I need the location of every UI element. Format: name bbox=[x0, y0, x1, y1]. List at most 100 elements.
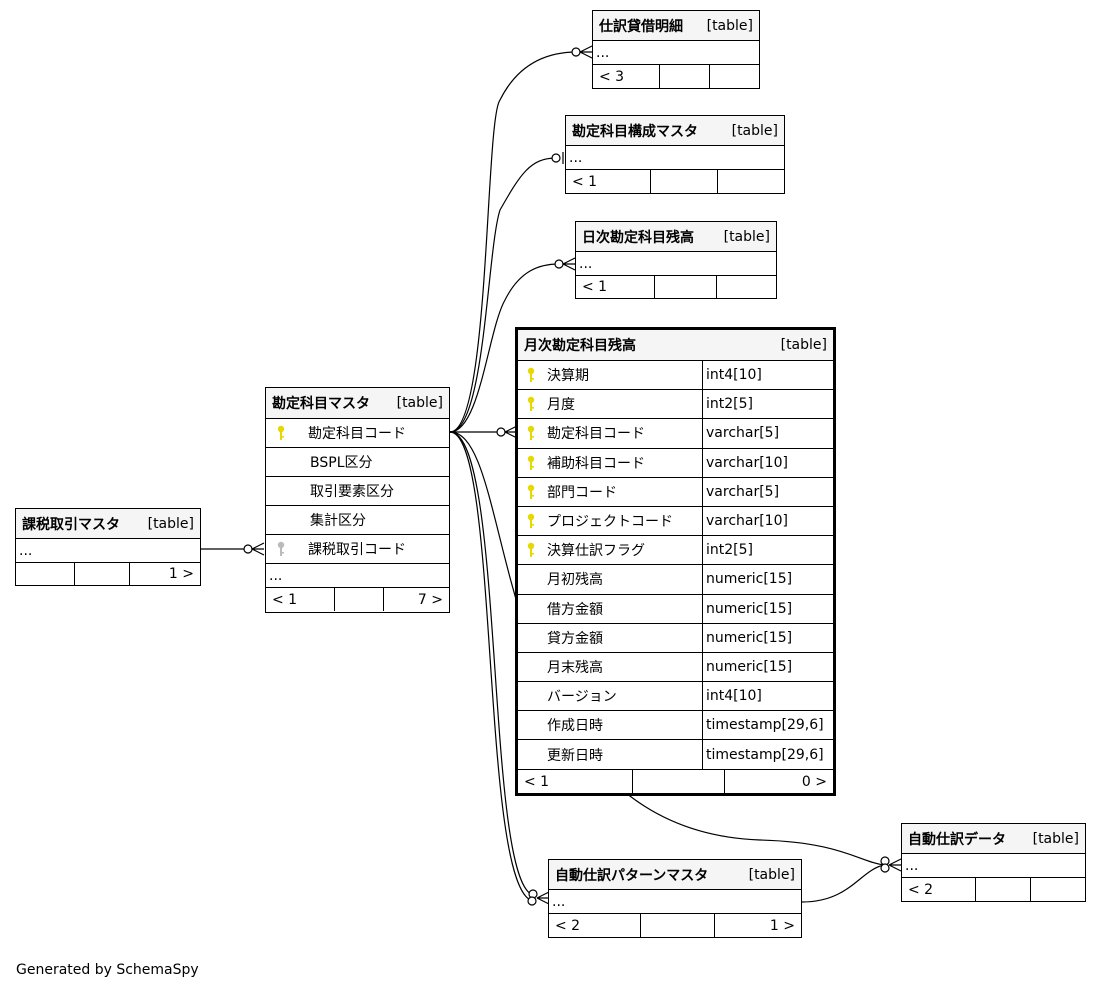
footer-count bbox=[74, 563, 129, 585]
footer-parents: < 1 bbox=[524, 774, 550, 791]
column-type: int4[10] bbox=[706, 688, 762, 705]
primary-key-icon bbox=[518, 396, 544, 412]
table-type: [table] bbox=[147, 515, 194, 532]
table-type: [table] bbox=[1032, 830, 1079, 847]
foreign-key-icon bbox=[266, 541, 296, 557]
footer-parents: < 2 bbox=[908, 881, 934, 898]
table-type: [table] bbox=[731, 122, 778, 139]
column-type: numeric[15] bbox=[706, 571, 793, 588]
primary-key-icon bbox=[518, 484, 544, 500]
primary-key-icon bbox=[266, 425, 296, 441]
column-name: 月初残高 bbox=[547, 572, 603, 589]
table-jido-shiwake-data[interactable]: 自動仕訳データ [table] ... < 2 bbox=[901, 823, 1086, 902]
column-row: バージョン int4[10] bbox=[518, 682, 833, 712]
column-row: 月末残高 numeric[15] bbox=[518, 652, 833, 683]
column-name: 更新日時 bbox=[547, 747, 603, 764]
footer-children bbox=[1030, 878, 1085, 901]
column-type: timestamp[29,6] bbox=[706, 746, 824, 763]
primary-key-icon bbox=[518, 542, 544, 558]
table-type: [table] bbox=[396, 395, 443, 411]
footer-count bbox=[659, 65, 709, 88]
primary-key-icon bbox=[518, 455, 544, 471]
column-name: 借方金額 bbox=[547, 601, 603, 618]
column-row: 部門コード varchar[5] bbox=[518, 477, 833, 507]
more-columns: ... bbox=[596, 44, 610, 61]
column-type: numeric[15] bbox=[706, 658, 793, 675]
column-name: 貸方金額 bbox=[547, 630, 603, 647]
footer-children bbox=[709, 65, 759, 88]
footer-children: 1 > bbox=[129, 563, 200, 585]
table-shiwake-kashikari-meisai[interactable]: 仕訳貸借明細 [table] ... < 3 bbox=[592, 10, 760, 89]
column-type: varchar[5] bbox=[706, 425, 780, 442]
column-type: varchar[5] bbox=[706, 483, 780, 500]
column-type: numeric[15] bbox=[706, 629, 793, 646]
table-type: [table] bbox=[748, 866, 795, 883]
table-name[interactable]: 勘定科目マスタ bbox=[272, 396, 370, 412]
column-row: 月初残高 numeric[15] bbox=[518, 565, 833, 595]
footer-count bbox=[975, 878, 1030, 901]
column-name: 勘定科目コード bbox=[308, 426, 406, 442]
footer-count bbox=[640, 914, 714, 937]
column-type: timestamp[29,6] bbox=[706, 717, 824, 734]
footer-parents: < 1 bbox=[272, 591, 298, 608]
column-type: numeric[15] bbox=[706, 600, 793, 617]
more-columns: ... bbox=[905, 857, 919, 874]
table-kanjo-kosei-master[interactable]: 勘定科目構成マスタ [table] ... < 1 bbox=[565, 115, 785, 194]
footer-children: 0 > bbox=[724, 769, 833, 795]
footer-count bbox=[334, 588, 383, 611]
primary-key-icon bbox=[518, 425, 544, 441]
column-name: プロジェクトコード bbox=[547, 514, 673, 531]
footer-parents: < 1 bbox=[572, 173, 598, 190]
column-name: 決算仕訳フラグ bbox=[547, 543, 645, 560]
table-type: [table] bbox=[706, 17, 753, 34]
column-name: 部門コード bbox=[547, 484, 617, 501]
more-columns: ... bbox=[19, 542, 33, 559]
column-name: 月末残高 bbox=[547, 659, 603, 676]
table-jido-shiwake-pattern[interactable]: 自動仕訳パターンマスタ [table] ... < 2 1 > bbox=[548, 859, 802, 938]
table-type: [table] bbox=[723, 228, 770, 245]
column-row: 作成日時 timestamp[29,6] bbox=[518, 711, 833, 741]
footer-count bbox=[654, 276, 716, 298]
column-name: 補助科目コード bbox=[547, 455, 645, 472]
footer-count bbox=[650, 170, 717, 193]
column-type: int2[5] bbox=[706, 542, 753, 559]
column-name: 取引要素区分 bbox=[310, 484, 394, 500]
table-kanjo-master[interactable]: 勘定科目マスタ [table] 勘定科目コード BSPL区分 取引要素区分 集計… bbox=[265, 387, 450, 613]
primary-key-icon bbox=[518, 513, 544, 529]
table-name[interactable]: 仕訳貸借明細 bbox=[599, 18, 683, 35]
column-name: 集計区分 bbox=[310, 513, 366, 529]
column-name: 課税取引コード bbox=[308, 542, 406, 558]
table-name[interactable]: 自動仕訳パターンマスタ bbox=[555, 867, 709, 884]
table-name[interactable]: 自動仕訳データ bbox=[908, 831, 1006, 848]
table-name[interactable]: 日次勘定科目残高 bbox=[582, 229, 694, 246]
column-name: BSPL区分 bbox=[310, 455, 373, 471]
footer-children bbox=[716, 276, 776, 298]
column-type: int4[10] bbox=[706, 367, 762, 384]
table-type: [table] bbox=[780, 337, 827, 353]
column-name: 作成日時 bbox=[547, 718, 603, 735]
column-row: 決算仕訳フラグ int2[5] bbox=[518, 536, 833, 566]
table-kazei-torihiki-master[interactable]: 課税取引マスタ [table] ... 1 > bbox=[15, 508, 201, 586]
generated-by-credit: Generated by SchemaSpy bbox=[16, 962, 199, 978]
primary-key-icon bbox=[518, 367, 544, 383]
footer-parents: < 3 bbox=[599, 68, 625, 85]
table-name[interactable]: 課税取引マスタ bbox=[22, 516, 120, 533]
footer-children: 7 > bbox=[383, 588, 449, 611]
footer-parents bbox=[16, 563, 74, 585]
table-name[interactable]: 勘定科目構成マスタ bbox=[572, 123, 698, 140]
table-nichiji-zandaka[interactable]: 日次勘定科目残高 [table] ... < 1 bbox=[575, 221, 777, 299]
column-type: varchar[10] bbox=[706, 454, 788, 471]
footer-count bbox=[632, 769, 724, 795]
footer-children bbox=[717, 170, 784, 193]
column-type: int2[5] bbox=[706, 396, 753, 413]
table-name[interactable]: 月次勘定科目残高 bbox=[524, 338, 636, 354]
more-columns: ... bbox=[569, 149, 583, 166]
more-columns: ... bbox=[552, 893, 566, 910]
column-name: バージョン bbox=[547, 689, 617, 706]
more-columns: ... bbox=[269, 567, 283, 584]
column-row: 補助科目コード varchar[10] bbox=[518, 448, 833, 478]
